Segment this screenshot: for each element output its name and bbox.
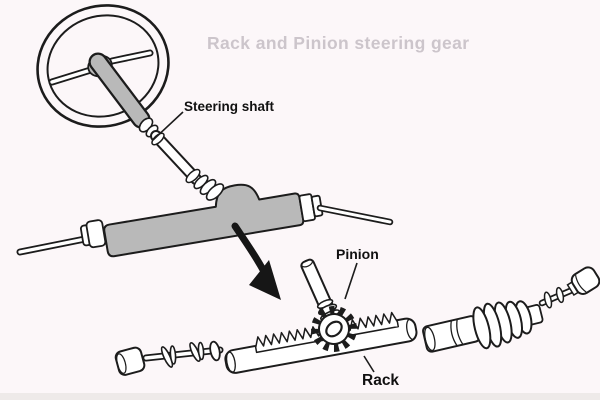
steering-shaft-leader-line [152, 111, 184, 141]
tie-rod-end-left [114, 346, 146, 376]
tie-rod-left [16, 234, 94, 256]
steering-wheel-spoke-left [48, 65, 98, 86]
tie-rod-clamp-1 [160, 345, 177, 368]
tie-rod-shaft-right [538, 286, 574, 309]
boot-bellows [472, 300, 544, 350]
steering-shaft-label: Steering shaft [184, 99, 275, 114]
steering-wheel [36, 4, 170, 128]
rack-housing [103, 183, 324, 258]
steering-shaft [150, 130, 202, 185]
inner-tie-rod-tube [422, 315, 481, 353]
universal-joint [138, 117, 159, 138]
pinion-label: Pinion [336, 246, 379, 262]
rack-label: Rack [362, 372, 400, 389]
tie-rod-right [316, 204, 394, 226]
bottom-scan-band [0, 393, 600, 400]
curved-arrow-icon [231, 222, 281, 300]
rack-leader-line [363, 355, 375, 373]
steering-column [88, 52, 151, 129]
ball-joint-left [209, 340, 221, 362]
pinion-leader-line [344, 262, 358, 300]
housing-collar-left [79, 219, 107, 249]
tie-rod-clamp-2 [189, 341, 205, 362]
tie-rod-link-left [142, 346, 224, 362]
diagram-title: Rack and Pinion steering gear [207, 33, 470, 53]
tie-rod-end-right [566, 266, 600, 297]
shaft-coupler-discs [193, 174, 225, 201]
steering-wheel-spoke-right [108, 49, 154, 65]
